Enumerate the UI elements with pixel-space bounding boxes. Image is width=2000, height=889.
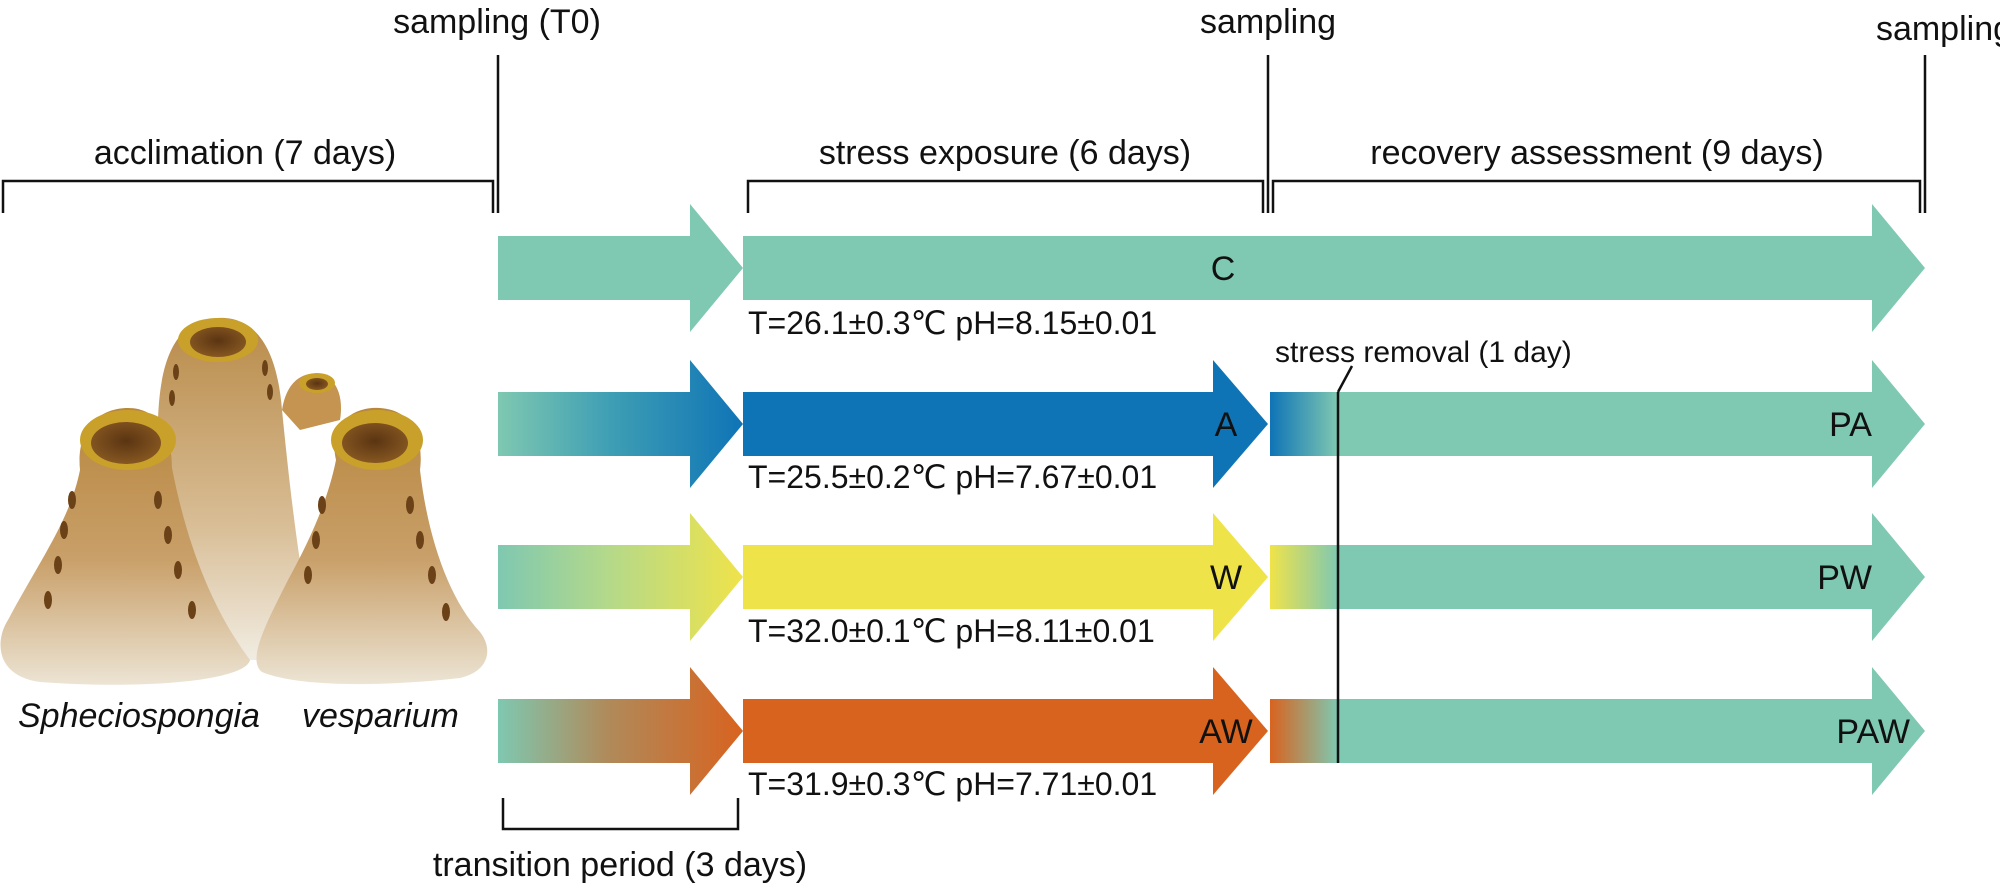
acclimation-bracket	[1, 179, 495, 213]
combined-recovery-arrow	[1337, 667, 1925, 795]
combined-transition-arrow	[498, 667, 743, 795]
stress-removal-leader	[1336, 365, 1354, 393]
acidification-removal-band	[1270, 392, 1338, 456]
warming-recovery-arrow	[1337, 513, 1925, 641]
warming-code-label: W	[1210, 559, 1242, 597]
stress-exposure-bracket	[746, 179, 1265, 213]
acidification-recovery-arrow	[1337, 360, 1925, 488]
transition-bracket	[501, 798, 740, 831]
stress-removal-label: stress removal (1 day)	[1275, 336, 1572, 369]
control-conditions: T=26.1±0.3℃ pH=8.15±0.01	[748, 305, 1157, 341]
stress-exposure-label: stress exposure (6 days)	[819, 134, 1191, 172]
recovery-label: recovery assessment (9 days)	[1370, 134, 1824, 172]
sampling-label-t0: sampling (T0)	[393, 3, 601, 41]
transition-label: transition period (3 days)	[433, 846, 807, 884]
combined-removal-band	[1270, 699, 1338, 763]
warming-transition-arrow	[498, 513, 743, 641]
acidification-stress-arrow	[743, 360, 1268, 488]
control-code-label: C	[1211, 250, 1236, 288]
species-genus-label: Spheciospongia	[18, 697, 260, 735]
acidification-conditions: T=25.5±0.2℃ pH=7.67±0.01	[748, 459, 1157, 495]
sampling-label-mid: sampling	[1200, 3, 1336, 41]
sampling-label-end: sampling	[1876, 10, 2000, 48]
acidification-transition-arrow	[498, 360, 743, 488]
control-main-arrow	[743, 204, 1925, 332]
warming-recovery-code: PW	[1817, 559, 1872, 597]
acclimation-label: acclimation (7 days)	[94, 134, 396, 172]
species-epithet-label: vesparium	[302, 697, 459, 735]
combined-conditions: T=31.9±0.3℃ pH=7.71±0.01	[748, 766, 1157, 802]
warming-conditions: T=32.0±0.1℃ pH=8.11±0.01	[748, 613, 1155, 649]
recovery-bracket	[1271, 179, 1922, 213]
acidification-recovery-code: PA	[1829, 406, 1872, 444]
acidification-code-label: A	[1215, 406, 1238, 444]
warming-stress-arrow	[743, 513, 1268, 641]
combined-code-label: AW	[1199, 713, 1253, 751]
combined-stress-arrow	[743, 667, 1268, 795]
combined-recovery-code: PAW	[1836, 713, 1910, 751]
warming-removal-band	[1270, 545, 1338, 609]
control-transition-arrow	[498, 204, 743, 332]
sponge-illustration	[0, 317, 488, 685]
